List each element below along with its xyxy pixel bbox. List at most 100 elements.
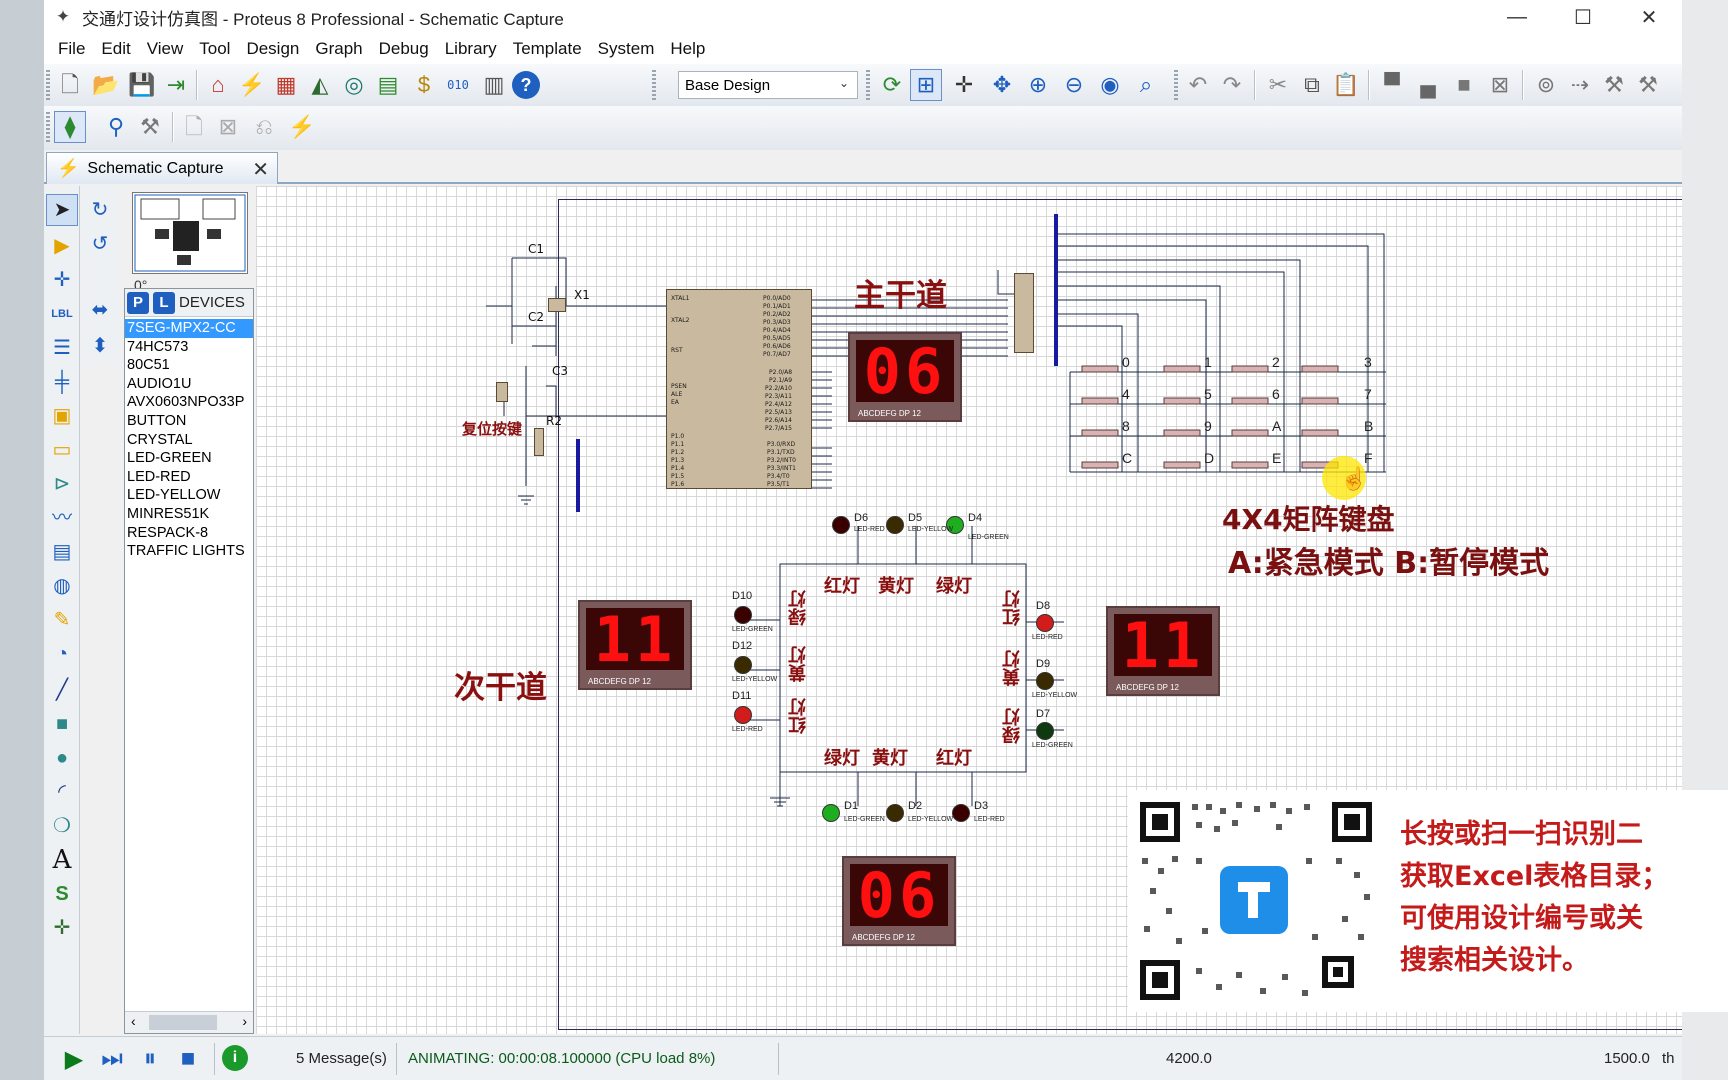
voltage-probe-icon[interactable]: ✎ (53, 609, 71, 631)
messages-count[interactable]: 5 Message(s) (296, 1050, 387, 1067)
make-device-icon[interactable]: ⇢ (1570, 72, 1590, 97)
text-tool-icon[interactable]: A (52, 845, 72, 875)
pause-icon[interactable]: ⏸ (144, 1045, 156, 1072)
home-icon[interactable]: ⌂ (211, 72, 225, 97)
minimize-button[interactable]: — (1507, 5, 1527, 28)
led-d9[interactable] (1036, 672, 1054, 690)
circle-tool-icon[interactable]: ● (55, 747, 69, 769)
3d-viewer-icon[interactable]: ◭ (311, 72, 329, 97)
copy-icon[interactable]: ⧉ (1304, 72, 1320, 97)
device-item[interactable]: CRYSTAL (127, 431, 193, 448)
overview-window[interactable] (132, 192, 248, 274)
device-item[interactable]: AVX0603NPO33P (127, 394, 245, 411)
notes-icon[interactable]: ▥ (483, 72, 505, 97)
minor-road-right-display[interactable]: 11 ABCDEFG DP 12 (1106, 606, 1220, 696)
menu-graph[interactable]: Graph (315, 39, 363, 58)
decompose-icon[interactable]: ⚒ (1604, 72, 1624, 97)
block-copy-icon[interactable]: ▀ (1384, 72, 1400, 97)
play-icon[interactable]: ▶ (64, 1045, 84, 1073)
led-d2[interactable] (886, 804, 904, 822)
device-item[interactable]: BUTTON (127, 412, 187, 429)
device-item[interactable]: LED-YELLOW (127, 487, 221, 504)
step-icon[interactable]: ⏭ (101, 1045, 123, 1072)
bom-icon[interactable]: ▤ (377, 72, 399, 97)
maximize-button[interactable]: ☐ (1574, 6, 1592, 29)
scroll-right-icon[interactable]: › (242, 1013, 247, 1029)
symbol-tool-icon[interactable]: S (55, 883, 69, 905)
cut-icon[interactable]: ✂ (1268, 72, 1288, 97)
reset-button-component[interactable] (496, 382, 508, 402)
device-item[interactable]: LED-RED (127, 468, 191, 485)
led-d3[interactable] (952, 804, 970, 822)
selection-mode-icon[interactable]: ➤ (46, 194, 78, 226)
zoom-in-icon[interactable]: ⊕ (1028, 72, 1048, 97)
led-d12[interactable] (734, 656, 752, 674)
block-move-icon[interactable]: ▄ (1420, 72, 1436, 97)
r2-resistor[interactable] (534, 428, 544, 456)
device-item[interactable]: MINRES51K (127, 505, 210, 522)
terminal-icon[interactable]: ▭ (52, 439, 72, 461)
zoom-all-icon[interactable]: ◉ (1100, 72, 1120, 97)
marker-tool-icon[interactable]: ✛ (53, 917, 71, 939)
rotate-clockwise-icon[interactable]: ↻ (91, 199, 109, 221)
led-d10[interactable] (734, 606, 752, 624)
device-item[interactable]: RESPACK-8 (127, 524, 209, 541)
subcircuit-icon[interactable]: ▣ (52, 405, 72, 427)
open-folder-icon[interactable]: 📂 (92, 72, 120, 97)
device-item[interactable]: AUDIO1U (127, 375, 192, 392)
packaging-icon[interactable]: ⚒ (1638, 72, 1658, 97)
box-tool-icon[interactable]: ■ (55, 713, 69, 735)
menu-library[interactable]: Library (444, 39, 497, 58)
block-delete-icon[interactable]: ⊠ (1490, 72, 1510, 97)
component-mode-icon[interactable]: ▶ (54, 235, 70, 257)
new-sheet-icon[interactable]: 🗋 (185, 114, 203, 139)
device-pin-icon[interactable]: ⊳ (53, 473, 71, 495)
menu-edit[interactable]: Edit (101, 39, 131, 58)
arc-tool-icon[interactable]: ◜ (58, 781, 66, 803)
tab-schematic-capture[interactable]: ⚡ Schematic Capture ✕ (46, 152, 278, 184)
crystal-component[interactable] (548, 298, 566, 312)
library-manager-button[interactable]: L (153, 291, 175, 314)
virtual-instrument-icon[interactable]: ◔ (55, 643, 69, 665)
device-item[interactable]: LED-GREEN (127, 450, 212, 467)
minor-road-left-display[interactable]: 11 ABCDEFG DP 12 (578, 600, 692, 690)
led-d1[interactable] (822, 804, 840, 822)
schematic-icon[interactable]: ⚡ (238, 72, 266, 97)
led-d11[interactable] (734, 706, 752, 724)
delete-sheet-icon[interactable]: ⊠ (218, 114, 238, 139)
source-code-icon[interactable]: 010 (447, 78, 469, 92)
menu-design[interactable]: Design (246, 39, 300, 58)
pcb-layout-icon[interactable]: ▦ (275, 72, 297, 97)
paste-icon[interactable]: 📋 (1332, 72, 1360, 97)
wire-autorouter-icon[interactable]: ⧫ (54, 111, 86, 143)
menu-system[interactable]: System (597, 39, 655, 58)
zoom-out-icon[interactable]: ⊖ (1064, 72, 1084, 97)
grid-toggle-icon[interactable]: ⊞ (910, 69, 942, 101)
junction-dot-icon[interactable]: ✛ (53, 269, 71, 291)
cost-icon[interactable]: $ (417, 72, 431, 97)
undo-icon[interactable]: ↶ (1188, 72, 1208, 97)
redo-icon[interactable]: ↷ (1222, 72, 1242, 97)
close-button[interactable]: ✕ (1640, 6, 1658, 29)
save-icon[interactable]: 💾 (128, 72, 156, 97)
graph-icon[interactable]: 〰 (52, 507, 72, 529)
info-icon[interactable]: i (222, 1045, 248, 1071)
help-icon[interactable]: ? (512, 71, 540, 99)
device-item[interactable]: 74HC573 (127, 338, 189, 355)
mirror-horizontal-icon[interactable]: ⬌ (91, 299, 109, 321)
rotate-anticlockwise-icon[interactable]: ↺ (91, 233, 109, 255)
menu-help[interactable]: Help (670, 39, 706, 58)
device-item[interactable]: TRAFFIC LIGHTS (127, 543, 245, 560)
led-d4[interactable] (946, 516, 964, 534)
bus-icon[interactable]: ╪ (54, 371, 70, 393)
menu-view[interactable]: View (146, 39, 184, 58)
exit-parent-icon[interactable]: ⎌ (255, 114, 273, 139)
refresh-icon[interactable]: ⟳ (882, 72, 902, 97)
device-item[interactable]: 80C51 (127, 357, 170, 374)
led-d5[interactable] (886, 516, 904, 534)
path-tool-icon[interactable]: ❍ (53, 815, 71, 837)
search-tag-icon[interactable]: ⚲ (107, 114, 125, 139)
main-road-bottom-display[interactable]: 06 ABCDEFG DP 12 (842, 856, 956, 946)
menu-file[interactable]: File (58, 39, 86, 58)
